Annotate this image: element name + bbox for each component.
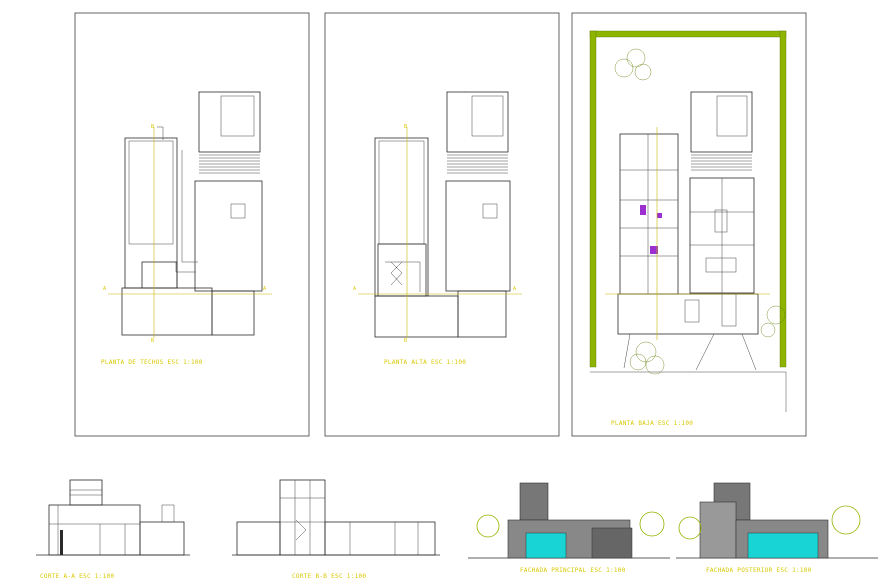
front-facade-title: FACHADA PRINCIPAL ESC 1:100 (520, 567, 626, 574)
section-marker-b-top: B (151, 124, 154, 130)
roof-plan-frame (74, 12, 310, 437)
upper-plan-frame (324, 12, 560, 437)
ground-plan-landscape (589, 30, 787, 375)
upper-section-marker-a-right: A (513, 286, 516, 292)
section-b-b: CORTE B-B ESC 1:100 (232, 479, 440, 580)
rear-facade: FACHADA POSTERIOR ESC 1:100 (676, 482, 878, 574)
upper-plan-title: PLANTA ALTA ESC 1:100 (384, 359, 466, 366)
upper-section-marker-b-bottom: B (404, 338, 407, 344)
ground-plan-frame (571, 12, 807, 437)
upper-section-marker-b-top: B (404, 124, 407, 130)
ground-plan-title: PLANTA BAJA ESC 1:100 (611, 420, 693, 427)
front-facade: FACHADA PRINCIPAL ESC 1:100 (468, 482, 670, 574)
ground-plan-drawing (590, 91, 787, 412)
roof-plan-drawing: A A B B (103, 91, 272, 344)
rear-facade-title: FACHADA POSTERIOR ESC 1:100 (706, 567, 812, 574)
ground-plan-sheet: PLANTA BAJA ESC 1:100 (571, 12, 807, 437)
upper-plan-sheet: A A B B PLANTA ALTA ESC 1:100 (324, 12, 560, 437)
section-a-a: CORTE A-A ESC 1:100 (36, 479, 190, 580)
roof-plan-sheet: A A B B PLANTA DE TECHOS ESC 1:100 (74, 12, 310, 437)
roof-plan-title: PLANTA DE TECHOS ESC 1:100 (101, 359, 203, 366)
section-b-b-title: CORTE B-B ESC 1:100 (292, 573, 366, 580)
section-marker-b-bottom: B (151, 338, 154, 344)
upper-section-marker-a-left: A (353, 286, 356, 292)
section-marker-a-right: A (263, 286, 266, 292)
section-marker-a-left: A (103, 286, 106, 292)
upper-plan-drawing: A A B B (353, 91, 522, 344)
section-a-a-title: CORTE A-A ESC 1:100 (40, 573, 114, 580)
